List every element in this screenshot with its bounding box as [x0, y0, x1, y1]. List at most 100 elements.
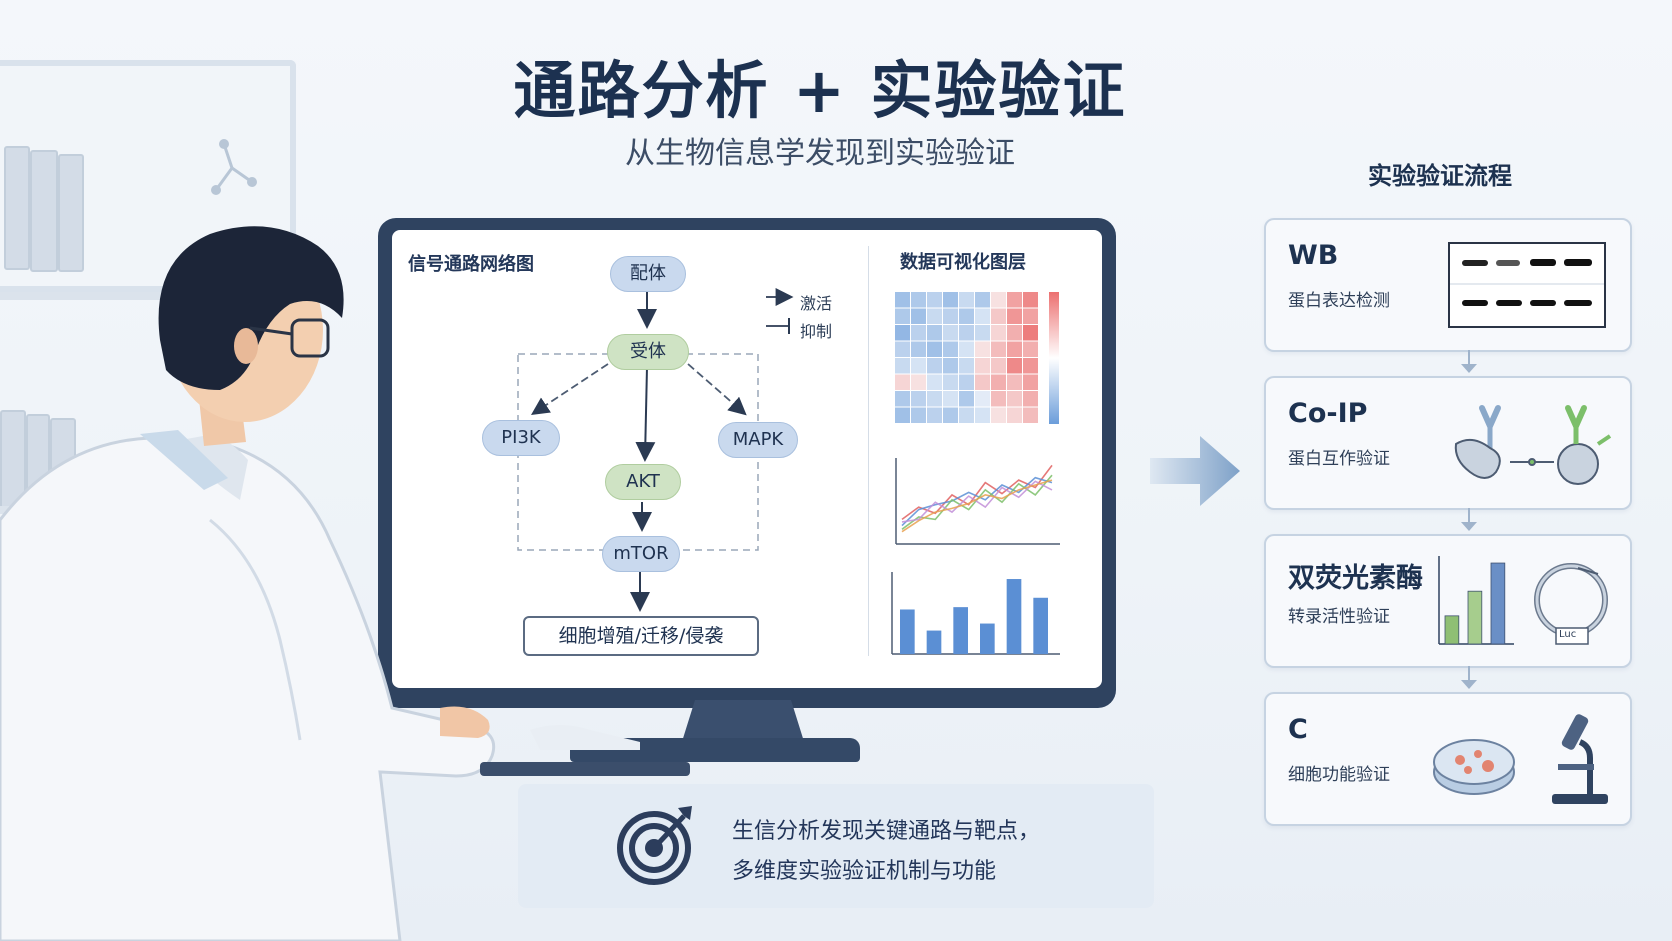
flow-step-wb[interactable]: WB 蛋白表达检测 — [1264, 218, 1632, 352]
heatmap-cell — [959, 308, 974, 324]
heatmap-cell — [911, 341, 926, 357]
step-name: Co-IP — [1288, 398, 1368, 429]
heatmap-cell — [1023, 341, 1038, 357]
flow-step-cell-function[interactable]: C 细胞功能验证 — [1264, 692, 1632, 826]
legend-inhibit: 抑制 — [800, 322, 833, 341]
plasmid-icon — [1534, 563, 1608, 645]
heatmap-cell — [895, 308, 910, 324]
petri-dish-icon — [1433, 739, 1515, 795]
heatmap-cell — [991, 341, 1006, 357]
plasmid-label: Luc — [1559, 629, 1577, 640]
heatmap-cell — [959, 407, 974, 423]
microscope-icon — [1552, 714, 1608, 804]
heatmap-cell — [927, 325, 942, 341]
molecule-drawing-icon — [211, 139, 257, 195]
heatmap-cell — [895, 341, 910, 357]
luc-bar — [1467, 590, 1483, 645]
flow-title: 实验验证流程 — [1368, 162, 1512, 190]
heatmap-cell — [895, 374, 910, 390]
heatmap-cell — [959, 374, 974, 390]
target-icon — [617, 806, 692, 885]
heatmap-cell — [911, 374, 926, 390]
heatmap-cell — [991, 325, 1006, 341]
heatmap-cell — [991, 374, 1006, 390]
heatmap-cell — [959, 325, 974, 341]
luc-bar — [1444, 615, 1460, 645]
heatmap-cell — [895, 325, 910, 341]
heatmap-cell — [1023, 325, 1038, 341]
binder — [4, 146, 30, 270]
heatmap-cell — [975, 341, 990, 357]
step-desc: 转录活性验证 — [1288, 607, 1390, 627]
heatmap-cell — [911, 308, 926, 324]
heatmap-cell — [943, 374, 958, 390]
heatmap-cell — [1007, 374, 1022, 390]
summary-note — [518, 784, 1154, 908]
node-mapk[interactable]: MAPK — [718, 422, 798, 458]
heatmap-cell — [991, 358, 1006, 374]
summary-line-1: 生信分析发现关键通路与靶点， — [732, 819, 1041, 844]
flow-arrow-icon — [1150, 436, 1240, 506]
keyboard — [480, 762, 690, 776]
bar — [1006, 579, 1022, 654]
heatmap-cell — [943, 308, 958, 324]
heatmap-cell — [959, 358, 974, 374]
heatmap-cell — [1007, 358, 1022, 374]
heatmap-cell — [927, 308, 942, 324]
heatmap-cell — [1023, 358, 1038, 374]
heatmap-cell — [959, 341, 974, 357]
heatmap-cell — [1023, 308, 1038, 324]
shelf — [0, 292, 240, 300]
flow-step-coip[interactable]: Co-IP 蛋白互作验证 — [1264, 376, 1632, 510]
flow-connector-arrow — [1461, 522, 1477, 531]
flow-connector — [1468, 350, 1470, 372]
heatmap-cell — [975, 374, 990, 390]
step-name: C — [1288, 714, 1308, 745]
heatmap-cell — [927, 358, 942, 374]
heatmap-cell — [927, 407, 942, 423]
node-receptor[interactable]: 受体 — [607, 334, 689, 370]
heatmap-cell — [943, 325, 958, 341]
western-blot-icon — [1448, 242, 1606, 328]
heatmap-cell — [927, 292, 942, 308]
node-mtor[interactable]: mTOR — [602, 536, 680, 572]
heatmap-cell — [927, 341, 942, 357]
bar — [953, 607, 968, 654]
heatmap-cell — [975, 325, 990, 341]
heatmap-cell — [991, 292, 1006, 308]
flow-connector-arrow — [1461, 364, 1477, 373]
heatmap-cell — [975, 292, 990, 308]
heatmap-cell — [991, 308, 1006, 324]
step-desc: 蛋白表达检测 — [1288, 291, 1390, 311]
heatmap-cell — [911, 358, 926, 374]
heatmap-cell — [895, 292, 910, 308]
heatmap-cell — [943, 407, 958, 423]
flow-step-luciferase[interactable]: 双荧光素酶 转录活性验证 Luc — [1264, 534, 1632, 668]
legend-activate: 激活 — [800, 294, 833, 313]
heatmap-cell — [975, 308, 990, 324]
node-akt[interactable]: AKT — [605, 464, 681, 500]
heatmap-cell — [1023, 407, 1038, 423]
luciferase-bar-chart — [1438, 556, 1514, 645]
heatmap-cell — [959, 391, 974, 407]
network-panel-label: 信号通路网络图 — [408, 254, 534, 275]
heatmap-cell — [1007, 391, 1022, 407]
step-name: 双荧光素酶 — [1288, 563, 1423, 594]
binder — [58, 154, 84, 272]
heatmap-cell — [943, 341, 958, 357]
heatmap-cell — [959, 292, 974, 308]
page-subtitle: 从生物信息学发现到实验验证 — [625, 136, 1015, 171]
summary-text: 生信分析发现关键通路与靶点， 多维度实验验证机制与功能 — [732, 812, 1040, 892]
heatmap-cell — [1023, 391, 1038, 407]
heatmap-cell — [1023, 374, 1038, 390]
node-ligand[interactable]: 配体 — [610, 256, 686, 292]
line-series — [901, 476, 1053, 527]
heatmap-cell — [911, 407, 926, 423]
step-desc: 蛋白互作验证 — [1288, 449, 1390, 469]
node-pi3k[interactable]: PI3K — [482, 420, 560, 456]
heatmap-cell — [911, 391, 926, 407]
heatmap-cell — [991, 407, 1006, 423]
line-series — [901, 464, 1053, 521]
line-series — [901, 479, 1053, 533]
luc-bar — [1490, 562, 1506, 645]
